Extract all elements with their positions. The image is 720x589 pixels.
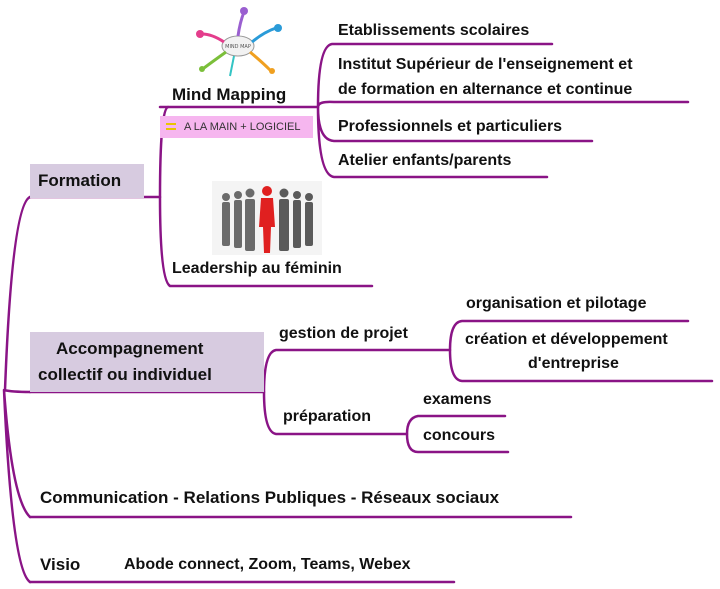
gestion-projet-label: gestion de projet bbox=[279, 325, 408, 342]
accompagnement-label-line1: Accompagnement bbox=[56, 339, 204, 358]
root-connector bbox=[2, 195, 32, 584]
visio-label: Visio bbox=[40, 555, 81, 574]
child-professionnels: Professionnels et particuliers bbox=[338, 118, 563, 135]
accompagnement-trunk bbox=[262, 348, 452, 436]
svg-text:MIND MAP: MIND MAP bbox=[225, 44, 251, 50]
equals-icon bbox=[166, 123, 176, 131]
preparation-label: préparation bbox=[283, 408, 372, 425]
tag-label: A LA MAIN + LOGICIEL bbox=[184, 121, 301, 133]
entreprise-label: d'entreprise bbox=[528, 355, 619, 372]
gestion-trunk bbox=[448, 319, 714, 383]
creation-developpement-label: création et développement bbox=[465, 331, 668, 348]
mind-map-illustration-icon: MIND MAP bbox=[196, 7, 282, 77]
child-etablissements: Etablissements scolaires bbox=[338, 22, 530, 39]
concours-label: concours bbox=[423, 427, 496, 444]
mind-mapping-label: Mind Mapping bbox=[172, 85, 287, 104]
business-people-illustration-icon bbox=[212, 181, 322, 255]
preparation-trunk bbox=[405, 414, 510, 454]
child-institut-line2: de formation en alternance et continue bbox=[338, 81, 633, 98]
child-institut-line1: Institut Supérieur de l'enseignement et bbox=[338, 56, 633, 73]
communication-label: Communication - Relations Publiques - Ré… bbox=[40, 488, 500, 507]
formation-label: Formation bbox=[38, 171, 122, 190]
examens-label: examens bbox=[423, 391, 492, 408]
accompagnement-box bbox=[30, 332, 264, 392]
accompagnement-label-line2: collectif ou individuel bbox=[38, 365, 212, 384]
child-atelier: Atelier enfants/parents bbox=[338, 152, 512, 169]
formation-box bbox=[30, 164, 144, 198]
main-logiciel-tag: A LA MAIN + LOGICIEL bbox=[160, 116, 313, 138]
leadership-label: Leadership au féminin bbox=[172, 260, 342, 277]
organisation-pilotage-label: organisation et pilotage bbox=[466, 295, 647, 312]
visio-tools-label: Abode connect, Zoom, Teams, Webex bbox=[124, 556, 411, 573]
mind-mapping-trunk bbox=[316, 42, 690, 179]
